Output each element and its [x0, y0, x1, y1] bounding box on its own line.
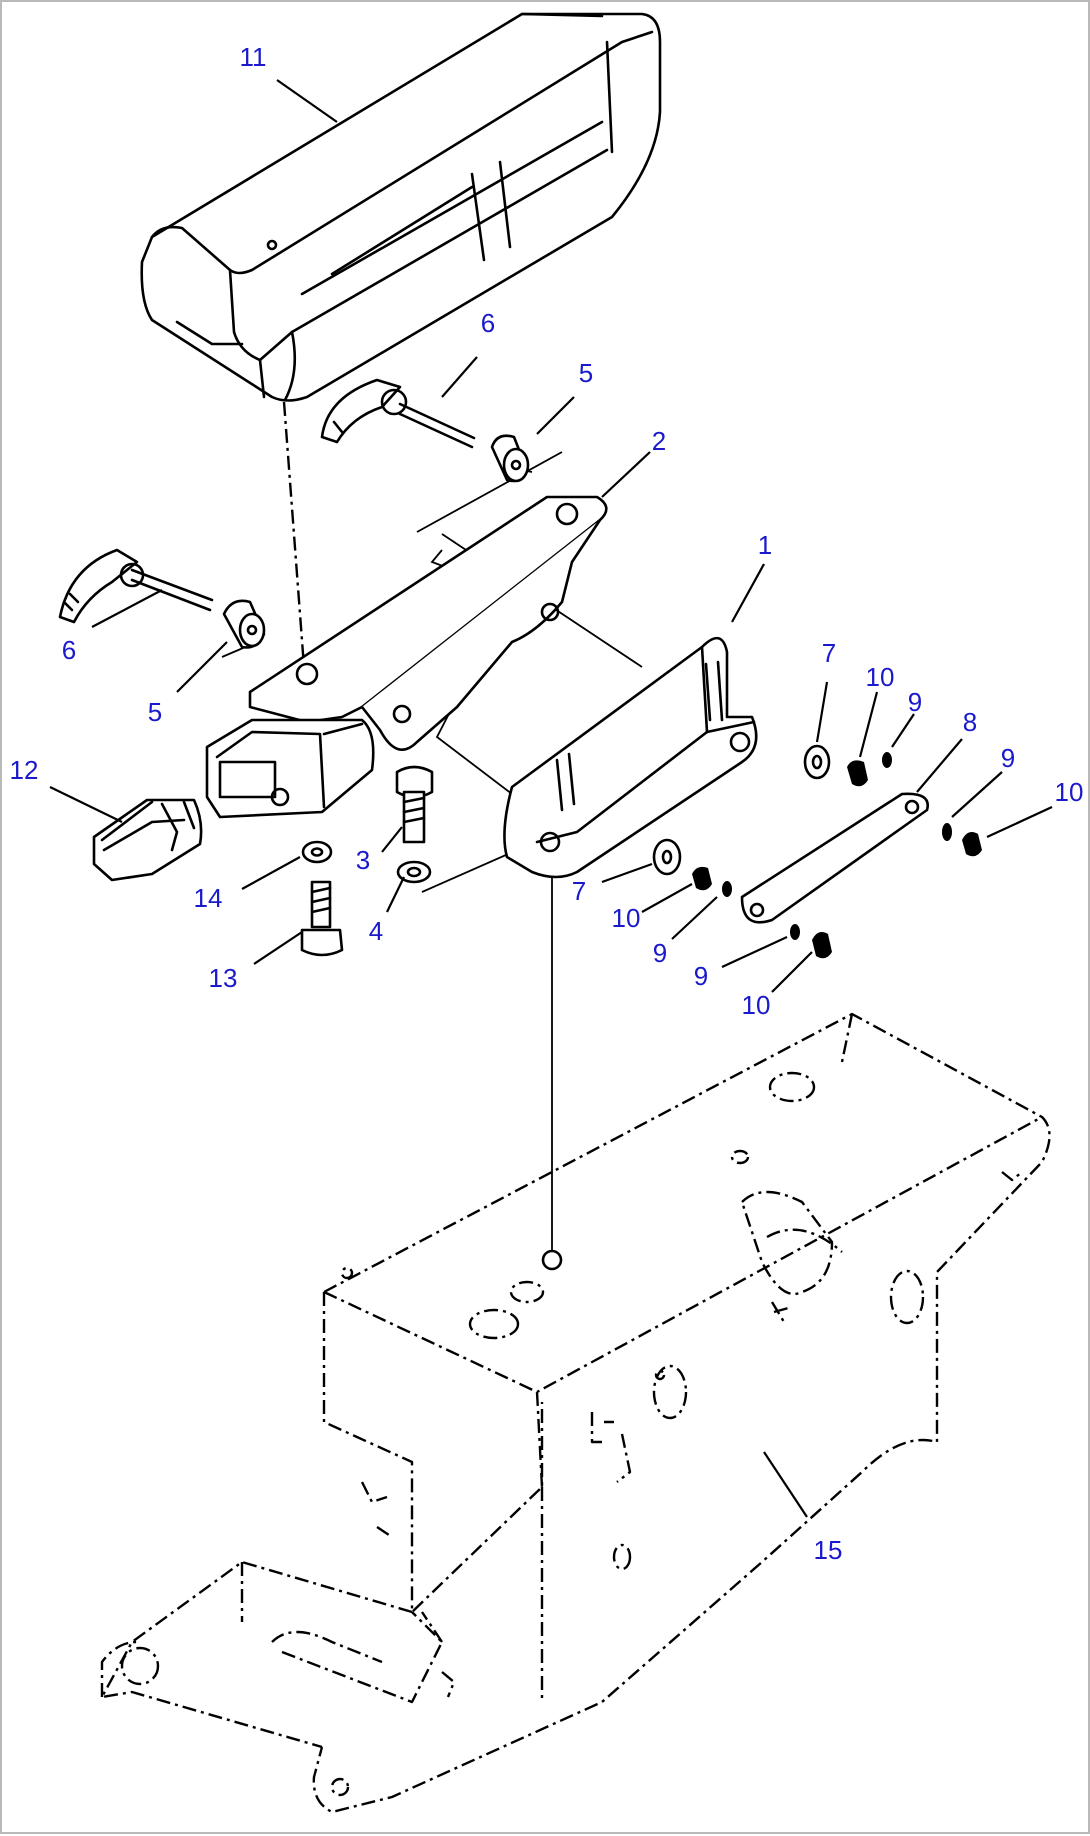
callout-14: 14 [194, 883, 223, 913]
callout-6-lower: 6 [62, 635, 76, 665]
washer-part-4 [396, 860, 432, 884]
bolt-part-13 [300, 880, 344, 957]
callout-12: 12 [10, 755, 39, 785]
callout-2: 2 [652, 426, 666, 456]
nut-part-10-far [962, 832, 982, 857]
callout-8: 8 [963, 707, 977, 737]
spacer-part-5-upper [490, 434, 530, 483]
plate-bracket-part-2 [248, 495, 608, 751]
spacer-part-5-lower [222, 599, 266, 649]
support-frame-part-15 [100, 1012, 1051, 1814]
lockwasher-part-9-right [882, 752, 892, 768]
washer-part-7-right [803, 744, 831, 780]
callout-1: 1 [758, 530, 772, 560]
callout-13: 13 [209, 963, 238, 993]
callout-9-left: 9 [653, 938, 667, 968]
nut-part-10-right [847, 760, 868, 787]
knob-lever-part-6-lower [58, 548, 214, 624]
callout-3: 3 [356, 845, 370, 875]
knob-lever-part-6-upper [320, 378, 476, 449]
switch-housing [205, 718, 375, 819]
callout-11: 11 [240, 42, 267, 72]
callout-10-lower: 10 [742, 990, 771, 1020]
callout-7-left: 7 [572, 876, 586, 906]
lockwasher-part-9-left [722, 881, 732, 897]
angle-bracket-part-1 [503, 636, 758, 879]
callout-5-lower: 5 [148, 697, 162, 727]
callout-10-far: 10 [1055, 777, 1084, 807]
callout-7-right: 7 [822, 638, 836, 668]
switch-connector-part-12 [92, 798, 203, 882]
lockwasher-part-9-far [942, 823, 952, 841]
washer-part-14 [301, 840, 333, 864]
callout-9-far: 9 [1001, 743, 1015, 773]
callout-labels: 11 6 5 2 1 6 5 7 10 9 8 9 10 12 3 14 4 7… [10, 42, 1084, 1565]
callout-6-upper: 6 [481, 308, 495, 338]
washer-part-7-left [652, 838, 682, 876]
armrest-cushion-part-11 [140, 12, 662, 402]
callout-5-upper: 5 [579, 358, 593, 388]
nut-part-10-lower [812, 932, 832, 959]
leader-lines [49, 79, 1053, 1518]
callout-10-right: 10 [866, 662, 895, 692]
callout-4: 4 [369, 916, 383, 946]
nut-part-10-left [692, 866, 712, 891]
callout-9-lower: 9 [694, 961, 708, 991]
link-bar-part-8 [740, 792, 929, 924]
callout-10-left: 10 [612, 903, 641, 933]
callout-9-right: 9 [908, 687, 922, 717]
lockwasher-part-9-lower [790, 924, 800, 940]
callout-15: 15 [814, 1535, 843, 1565]
bolt-part-3 [395, 765, 434, 844]
